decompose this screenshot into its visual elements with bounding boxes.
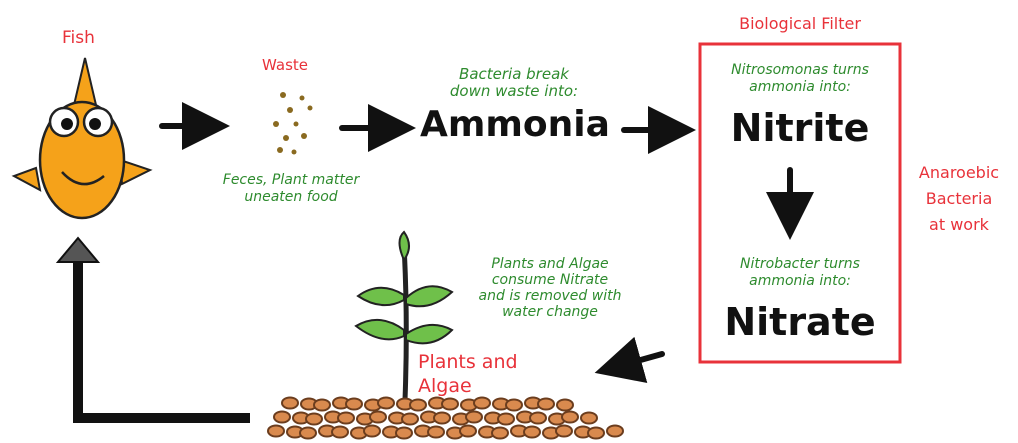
gravel-pebble: [370, 412, 386, 423]
gravel-pebble: [581, 413, 597, 424]
gravel-pebble: [338, 413, 354, 424]
gravel-pebble: [428, 427, 444, 438]
return-arrow: [58, 238, 250, 418]
gravel-pebble: [506, 400, 522, 411]
plants-caption-line1: Plants and Algae: [450, 256, 650, 272]
nitrite-caption-line2: ammonia into:: [704, 79, 896, 96]
ammonia-label: Ammonia: [410, 104, 620, 145]
ammonia-caption: Bacteria break down waste into:: [426, 66, 602, 100]
gravel-pebble: [364, 426, 380, 437]
gravel-pebble: [378, 398, 394, 409]
anaerobic-line2: Bacteria: [904, 186, 1014, 212]
plants-caption-line2: consume Nitrate: [450, 272, 650, 288]
gravel-pebble: [282, 398, 298, 409]
waste-label: Waste: [262, 56, 308, 74]
gravel-pebble: [607, 426, 623, 437]
plants-label-line1: Plants and: [418, 350, 518, 374]
nitrate-caption-line1: Nitrobacter turns: [704, 256, 896, 273]
ammonia-caption-line2: down waste into:: [426, 83, 602, 100]
nitrite-label: Nitrite: [704, 106, 896, 150]
arrow-nitrate-to-plants: [612, 354, 662, 368]
gravel-pebble: [300, 428, 316, 439]
plants-label-line2: Algae: [418, 374, 518, 398]
nitrate-caption: Nitrobacter turns ammonia into:: [704, 256, 896, 290]
gravel-pebble: [346, 399, 362, 410]
anaerobic-bacteria-label: Anaroebic Bacteria at work: [904, 160, 1014, 238]
gravel-pebble: [562, 412, 578, 423]
waste-caption-line2: uneaten food: [196, 189, 386, 206]
gravel-pebble: [460, 426, 476, 437]
plants-caption: Plants and Algae consume Nitrate and is …: [450, 256, 650, 320]
gravel-pebble: [474, 398, 490, 409]
anaerobic-line3: at work: [904, 212, 1014, 238]
gravel-pebble: [498, 414, 514, 425]
gravel-pebble: [306, 414, 322, 425]
gravel-pebble: [410, 400, 426, 411]
waste-particles: [273, 92, 313, 155]
nitrite-caption-line1: Nitrosomonas turns: [704, 62, 896, 79]
gravel-pebble: [466, 412, 482, 423]
gravel-pebble: [556, 426, 572, 437]
flow-arrows: [162, 126, 790, 368]
plants-caption-line4: water change: [450, 304, 650, 320]
nitrate-caption-line2: ammonia into:: [704, 273, 896, 290]
anaerobic-line1: Anaroebic: [904, 160, 1014, 186]
nitrite-caption: Nitrosomonas turns ammonia into:: [704, 62, 896, 96]
gravel-pebble: [557, 400, 573, 411]
waste-caption-line1: Feces, Plant matter: [196, 172, 386, 189]
ammonia-caption-line1: Bacteria break: [426, 66, 602, 83]
gravel-pebble: [314, 400, 330, 411]
gravel-bed: [268, 398, 623, 439]
fish-illustration: [14, 58, 150, 218]
gravel-pebble: [434, 413, 450, 424]
biological-filter-title: Biological Filter: [700, 14, 900, 33]
gravel-pebble: [274, 412, 290, 423]
gravel-pebble: [268, 426, 284, 437]
nitrate-label: Nitrate: [704, 300, 896, 344]
gravel-pebble: [332, 427, 348, 438]
gravel-pebble: [588, 428, 604, 439]
gravel-pebble: [538, 399, 554, 410]
waste-caption: Feces, Plant matter uneaten food: [196, 172, 386, 206]
gravel-pebble: [524, 427, 540, 438]
plants-caption-line3: and is removed with: [450, 288, 650, 304]
gravel-pebble: [530, 413, 546, 424]
gravel-pebble: [492, 428, 508, 439]
gravel-pebble: [402, 414, 418, 425]
plants-label: Plants and Algae: [418, 350, 518, 398]
gravel-pebble: [442, 399, 458, 410]
fish-label: Fish: [62, 28, 95, 48]
gravel-pebble: [396, 428, 412, 439]
